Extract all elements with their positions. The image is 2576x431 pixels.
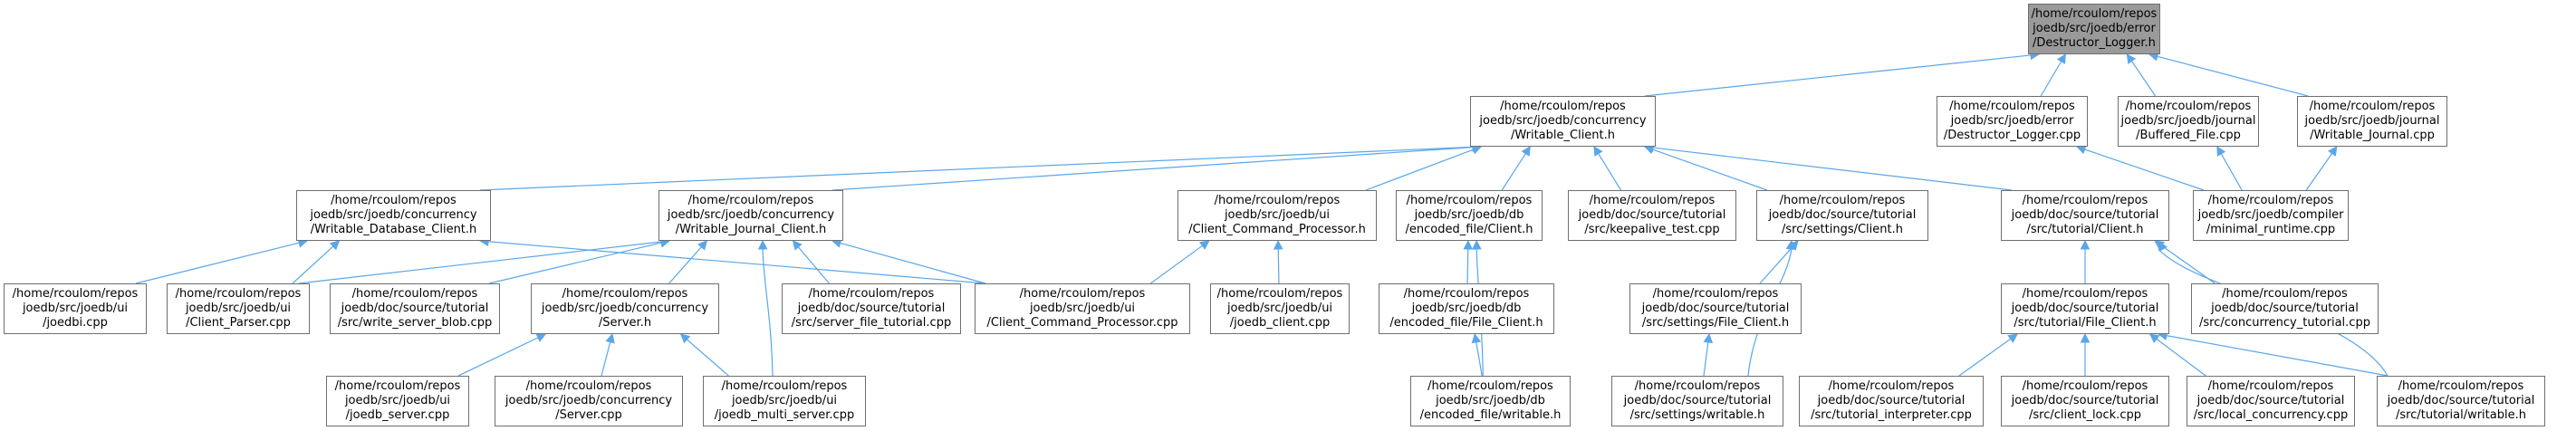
- graph-node-client-parser-cpp[interactable]: /home/rcoulom/repos joedb/src/joedb/ui /…: [167, 283, 310, 334]
- edge-arrowhead: [2080, 239, 2091, 250]
- graph-node-writable-client-h[interactable]: /home/rcoulom/repos joedb/src/joedb/conc…: [1470, 96, 1656, 147]
- graph-node-joedb-server-cpp[interactable]: /home/rcoulom/repos joedb/src/joedb/ui /…: [326, 376, 469, 426]
- graph-node-tutorial-file-client-h[interactable]: /home/rcoulom/repos joedb/doc/source/tut…: [2001, 283, 2169, 334]
- graph-node-encoded-file-client-h[interactable]: /home/rcoulom/repos joedb/src/joedb/db /…: [1396, 190, 1543, 241]
- edge-minimal-runtime-cpp-to-buffered-file-cpp: [2220, 153, 2243, 191]
- graph-node-settings-file-client-h[interactable]: /home/rcoulom/repos joedb/doc/source/tut…: [1629, 283, 1802, 334]
- edge-arrowhead: [2007, 333, 2019, 343]
- edge-tutorial-writable-h-to-tutorial-file-client-h: [2166, 335, 2389, 377]
- graph-node-concurrency-tutorial-cpp[interactable]: /home/rcoulom/repos joedb/doc/source/tut…: [2191, 283, 2379, 334]
- graph-node-client-command-processor-h[interactable]: /home/rcoulom/repos joedb/src/joedb/ui /…: [1177, 190, 1377, 241]
- edge-arrowhead: [2216, 146, 2226, 157]
- edge-encoded-file-client-h-to-writable-client-h: [1501, 153, 1526, 191]
- graph-node-keepalive-test-cpp[interactable]: /home/rcoulom/repos joedb/doc/source/tut…: [1568, 190, 1736, 241]
- edge-encoded-file-writable-h-to-encoded-file-file-client-h: [1475, 341, 1483, 377]
- edge-writable-client-h-to-root: [1644, 54, 2032, 97]
- edge-destructor-logger-cpp-to-root: [2040, 61, 2062, 97]
- edge-arrowhead: [697, 240, 708, 251]
- graph-node-writable-database-client-h[interactable]: /home/rcoulom/repos joedb/src/joedb/conc…: [296, 190, 491, 241]
- edge-arrowhead: [1198, 240, 1210, 250]
- edge-arrowhead: [1593, 146, 1603, 157]
- graph-node-tutorial-interpreter-cpp[interactable]: /home/rcoulom/repos joedb/doc/source/tut…: [1799, 376, 1984, 426]
- edge-minimal-runtime-cpp-to-writable-journal-cpp: [2305, 153, 2333, 191]
- graph-node-server-file-tutorial-cpp[interactable]: /home/rcoulom/repos joedb/doc/source/tut…: [782, 283, 961, 334]
- edge-arrowhead: [2328, 146, 2338, 157]
- graph-node-tutorial-client-h[interactable]: /home/rcoulom/repos joedb/doc/source/tut…: [2001, 190, 2169, 241]
- edge-joedb-server-cpp-to-server-h: [457, 337, 539, 377]
- edge-minimal-runtime-cpp-to-destructor-logger-cpp: [2084, 148, 2205, 191]
- edge-encoded-file-file-client-h-to-encoded-file-client-h: [1466, 248, 1469, 284]
- edge-arrowhead: [679, 333, 691, 344]
- graph-node-client-lock-cpp[interactable]: /home/rcoulom/repos joedb/doc/source/tut…: [2001, 376, 2169, 426]
- graph-node-encoded-file-file-client-h[interactable]: /home/rcoulom/repos joedb/src/joedb/db /…: [1379, 283, 1554, 334]
- edge-arrowhead: [2080, 332, 2091, 343]
- graph-node-settings-client-h[interactable]: /home/rcoulom/repos joedb/doc/source/tut…: [1756, 190, 1928, 241]
- graph-node-server-h[interactable]: /home/rcoulom/repos joedb/src/joedb/conc…: [531, 283, 719, 334]
- edge-arrowhead: [2148, 333, 2160, 343]
- edge-writable-database-client-h-to-writable-client-h: [479, 146, 1474, 191]
- edge-writable-journal-cpp-to-root: [2157, 55, 2309, 97]
- graph-node-joedb-client-cpp[interactable]: /home/rcoulom/repos joedb/src/joedb/ui /…: [1210, 283, 1350, 334]
- edge-joedb-client-cpp-to-client-command-processor-h: [1277, 248, 1280, 284]
- edge-keepalive-test-cpp-to-writable-client-h: [1598, 153, 1622, 191]
- edge-arrowhead: [757, 239, 768, 250]
- edge-arrowhead: [329, 240, 341, 251]
- graph-node-settings-writable-h[interactable]: /home/rcoulom/repos joedb/doc/source/tut…: [1611, 376, 1783, 426]
- edge-settings-client-h-to-writable-client-h: [1652, 148, 1768, 191]
- graph-node-writable-journal-cpp[interactable]: /home/rcoulom/repos joedb/src/joedb/jour…: [2297, 96, 2447, 147]
- edge-arrowhead: [2056, 53, 2066, 64]
- edge-arrowhead: [792, 240, 803, 251]
- graph-node-writable-journal-client-h[interactable]: /home/rcoulom/repos joedb/src/joedb/conc…: [658, 190, 843, 241]
- edge-joedb-multi-server-cpp-to-server-h: [686, 339, 729, 377]
- edge-client-command-processor-cpp-to-client-command-processor-h: [1149, 244, 1203, 284]
- edge-server-cpp-to-server-h: [601, 341, 611, 377]
- edge-arrowhead: [2158, 239, 2167, 253]
- edge-client-command-processor-h-to-writable-client-h: [1365, 148, 1474, 191]
- edge-settings-file-client-h-to-settings-client-h: [1759, 246, 1793, 284]
- edge-arrowhead: [1521, 146, 1531, 157]
- edge-arrowhead: [1472, 239, 1482, 250]
- edge-local-concurrency-cpp-to-tutorial-file-client-h: [2156, 338, 2206, 377]
- graph-node-encoded-file-writable-h[interactable]: /home/rcoulom/repos joedb/src/joedb/db /…: [1410, 376, 1571, 426]
- edge-settings-writable-h-to-settings-file-client-h: [1703, 341, 1709, 377]
- edge-arrowhead: [2126, 53, 2137, 64]
- edge-arrowhead: [1273, 239, 1283, 250]
- edge-joedbi-cpp-to-writable-database-client-h: [135, 242, 300, 284]
- graph-node-joedbi-cpp[interactable]: /home/rcoulom/repos joedb/src/joedb/ui /…: [4, 283, 147, 334]
- edge-arrowhead: [1471, 332, 1482, 344]
- edge-arrowhead: [1703, 332, 1714, 344]
- graph-node-destructor-logger-cpp[interactable]: /home/rcoulom/repos joedb/src/joedb/erro…: [1937, 96, 2088, 147]
- edge-tutorial-interpreter-cpp-to-tutorial-file-client-h: [1958, 338, 2012, 377]
- edge-server-file-tutorial-cpp-to-writable-journal-client-h: [797, 246, 830, 284]
- edge-joedb-multi-server-cpp-to-writable-journal-client-h: [762, 248, 774, 377]
- graph-node-local-concurrency-cpp[interactable]: /home/rcoulom/repos joedb/doc/source/tut…: [2187, 376, 2355, 426]
- graph-node-joedb-multi-server-cpp[interactable]: /home/rcoulom/repos joedb/src/joedb/ui /…: [703, 376, 866, 426]
- edge-buffered-file-cpp-to-root: [2130, 61, 2157, 97]
- edge-client-parser-cpp-to-writable-journal-client-h: [298, 241, 662, 284]
- edge-arrowhead: [1463, 239, 1474, 250]
- edge-server-h-to-writable-journal-client-h: [668, 246, 702, 284]
- graph-node-write-server-blob-cpp[interactable]: /home/rcoulom/repos joedb/doc/source/tut…: [330, 283, 500, 334]
- edge-writable-journal-client-h-to-writable-client-h: [831, 147, 1474, 191]
- graph-node-tutorial-writable-h[interactable]: /home/rcoulom/repos joedb/doc/source/tut…: [2377, 376, 2545, 426]
- edge-client-command-processor-cpp-to-writable-database-client-h: [487, 241, 986, 284]
- edge-client-command-processor-cpp-to-writable-journal-client-h: [840, 242, 986, 284]
- edge-arrowhead: [605, 332, 615, 344]
- edge-client-parser-cpp-to-writable-database-client-h: [292, 245, 334, 284]
- graph-node-server-cpp[interactable]: /home/rcoulom/repos joedb/src/joedb/conc…: [495, 376, 683, 426]
- graph-node-root: /home/rcoulom/repos joedb/src/joedb/erro…: [2028, 4, 2160, 54]
- edge-tutorial-client-h-to-writable-client-h: [1652, 147, 2013, 191]
- graph-node-buffered-file-cpp[interactable]: /home/rcoulom/repos joedb/src/joedb/jour…: [2118, 96, 2259, 147]
- edge-write-server-blob-cpp-to-writable-journal-client-h: [488, 242, 662, 284]
- edge-arrowhead: [1785, 239, 1796, 251]
- graph-node-client-command-processor-cpp[interactable]: /home/rcoulom/repos joedb/src/joedb/ui /…: [975, 283, 1190, 334]
- edge-layer: [135, 50, 2389, 377]
- graph-node-minimal-runtime-cpp[interactable]: /home/rcoulom/repos joedb/src/joedb/comp…: [2193, 190, 2349, 241]
